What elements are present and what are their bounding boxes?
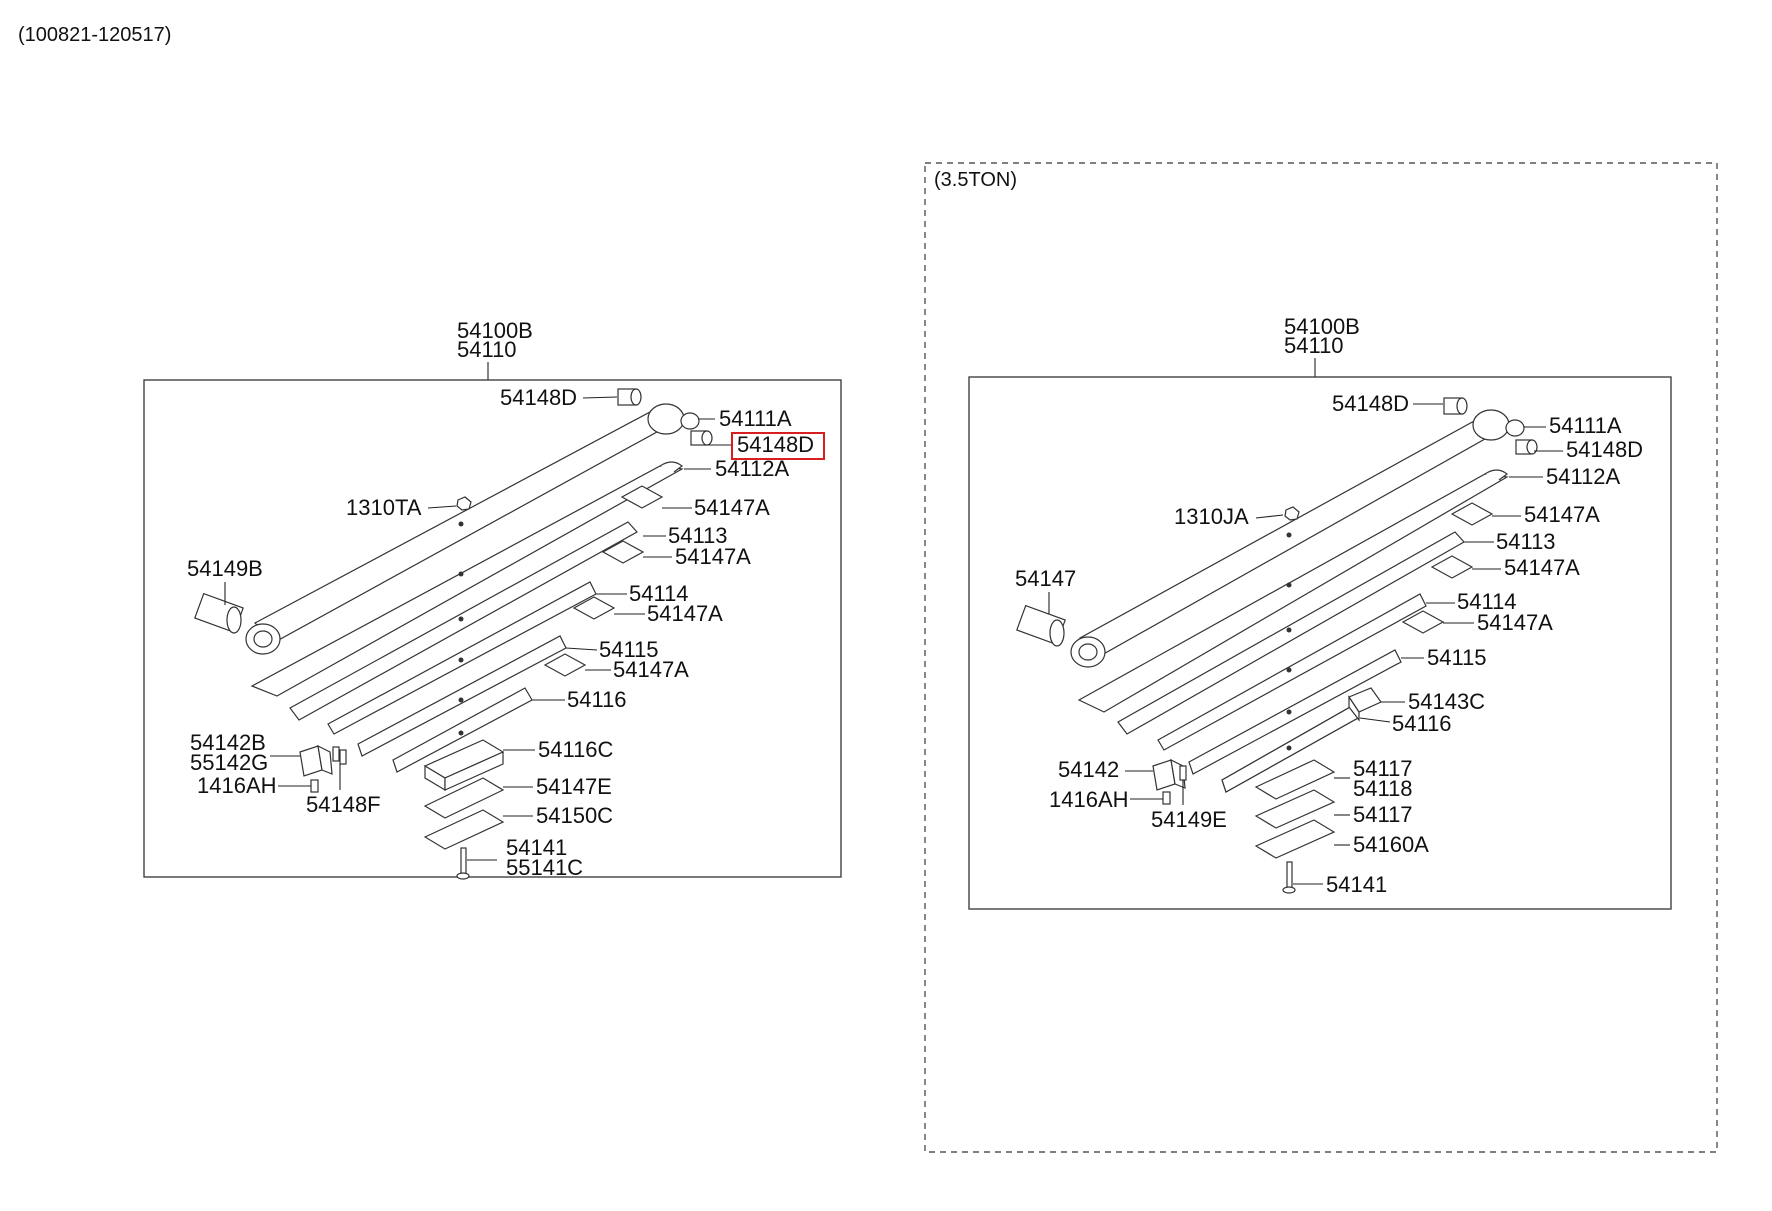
callout-54142b[interactable]: 54142B xyxy=(190,730,266,755)
callout-54147a-1-right[interactable]: 54147A xyxy=(1524,502,1600,527)
callout-55141c[interactable]: 55141C xyxy=(506,855,583,880)
right-assembly-number[interactable]: 54100B xyxy=(1284,314,1360,339)
left-assembly-frame xyxy=(143,379,842,878)
left-callouts: 54148D 54111A 54148D 54112A 1310TA 54147… xyxy=(187,385,825,880)
callout-54114[interactable]: 54114 xyxy=(629,581,689,606)
callout-54147a-2[interactable]: 54147A xyxy=(675,544,751,569)
callout-54147a-3[interactable]: 54147A xyxy=(647,601,723,626)
callout-55142g[interactable]: 55142G xyxy=(190,750,268,775)
callout-54147a-2-right[interactable]: 54147A xyxy=(1504,555,1580,580)
highlight-box xyxy=(731,432,825,460)
left-leader-lines xyxy=(224,396,732,861)
right-assembly-subnumber[interactable]: 54110 xyxy=(1284,333,1344,358)
right-leaf-spring-drawing xyxy=(1016,397,1538,894)
callout-54160a[interactable]: 54160A xyxy=(1353,832,1429,857)
callout-54149e[interactable]: 54149E xyxy=(1151,807,1227,832)
callout-54113[interactable]: 54113 xyxy=(668,523,728,548)
callout-54117-1[interactable]: 54117 xyxy=(1353,756,1413,781)
callout-54117-2[interactable]: 54117 xyxy=(1353,802,1413,827)
callout-1310ja[interactable]: 1310JA xyxy=(1174,504,1249,529)
callout-54116[interactable]: 54116 xyxy=(567,687,627,712)
callout-54113-right[interactable]: 54113 xyxy=(1496,529,1556,554)
variant-dashed-frame xyxy=(924,162,1718,1153)
callout-54147a-1[interactable]: 54147A xyxy=(694,495,770,520)
callout-54114-right[interactable]: 54114 xyxy=(1457,589,1517,614)
left-leaf-spring-drawing xyxy=(194,388,713,880)
callout-54148d-top[interactable]: 54148D xyxy=(500,385,577,410)
callout-54148d-top-right[interactable]: 54148D xyxy=(1332,391,1409,416)
callout-54115[interactable]: 54115 xyxy=(599,637,659,662)
callout-54147a-3-right[interactable]: 54147A xyxy=(1477,610,1553,635)
callout-54150c[interactable]: 54150C xyxy=(536,803,613,828)
callout-54147a-4[interactable]: 54147A xyxy=(613,657,689,682)
callout-54116c[interactable]: 54116C xyxy=(538,737,614,762)
left-assembly-number[interactable]: 54100B xyxy=(457,318,533,343)
callout-54141[interactable]: 54141 xyxy=(506,835,567,860)
document-code: (100821-120517) xyxy=(18,24,171,46)
callout-1416ah-right[interactable]: 1416AH xyxy=(1049,787,1129,812)
right-callouts: 54148D 54111A 54148D 54112A 1310JA 54147… xyxy=(1015,391,1643,897)
right-assembly-frame xyxy=(968,376,1672,910)
callout-54111a[interactable]: 54111A xyxy=(719,406,792,431)
right-leader-lines xyxy=(1048,403,1563,885)
left-assembly-subnumber[interactable]: 54110 xyxy=(457,337,517,362)
callout-54147[interactable]: 54147 xyxy=(1015,566,1076,591)
callout-54112a[interactable]: 54112A xyxy=(715,456,790,481)
callout-54111a-right[interactable]: 54111A xyxy=(1549,413,1622,438)
callout-1416ah[interactable]: 1416AH xyxy=(197,773,277,798)
callout-54148d-right-right[interactable]: 54148D xyxy=(1566,437,1643,462)
callout-54148f[interactable]: 54148F xyxy=(306,792,381,817)
callout-54149b[interactable]: 54149B xyxy=(187,556,263,581)
variant-label: (3.5TON) xyxy=(934,169,1017,191)
callout-54142[interactable]: 54142 xyxy=(1058,757,1119,782)
callout-54147e[interactable]: 54147E xyxy=(536,774,612,799)
callout-54141-right[interactable]: 54141 xyxy=(1326,872,1387,897)
callout-54118[interactable]: 54118 xyxy=(1353,776,1413,801)
callout-54112a-right[interactable]: 54112A xyxy=(1546,464,1621,489)
callout-54116-right[interactable]: 54116 xyxy=(1392,711,1452,736)
callout-1310ta[interactable]: 1310TA xyxy=(346,495,422,520)
callout-54115-right[interactable]: 54115 xyxy=(1427,645,1487,670)
left-assembly-panel: 54100B 54110 xyxy=(143,318,842,880)
callout-54143c[interactable]: 54143C xyxy=(1408,689,1485,714)
right-assembly-panel: (3.5TON) 54100B 54110 xyxy=(924,162,1718,1153)
callout-54148d-highlighted[interactable]: 54148D xyxy=(737,432,814,457)
